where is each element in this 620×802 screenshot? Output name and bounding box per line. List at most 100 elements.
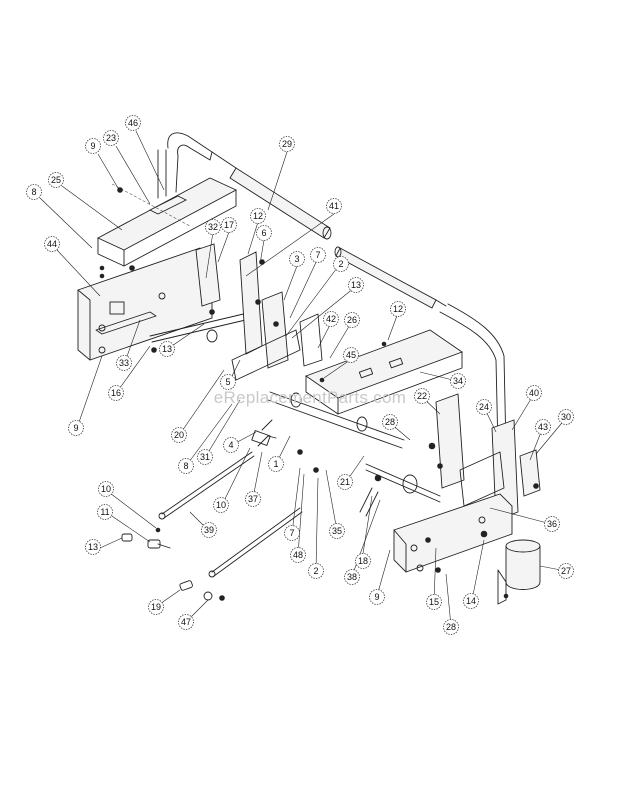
lower-right-plate — [393, 493, 513, 573]
callout-47: 47 — [178, 614, 194, 630]
callout-34: 34 — [450, 373, 466, 389]
callout-number: 45 — [346, 350, 356, 360]
callout-bubble — [443, 619, 459, 635]
callout-2: 2 — [308, 563, 324, 579]
callout-14: 14 — [463, 593, 479, 609]
callout-number: 29 — [282, 139, 292, 149]
callout-number: 31 — [200, 452, 210, 462]
callout-bubble — [256, 225, 272, 241]
callout-10: 10 — [98, 481, 114, 497]
callout-7: 7 — [310, 247, 326, 263]
callout-bubble — [197, 449, 213, 465]
callout-bubble — [290, 547, 306, 563]
callout-bubble — [48, 172, 64, 188]
callout-number: 40 — [529, 388, 539, 398]
callout-35: 35 — [329, 523, 345, 539]
callout-number: 47 — [181, 617, 191, 627]
callout-13: 13 — [348, 277, 364, 293]
callout-bubble — [344, 312, 360, 328]
callout-1: 1 — [268, 456, 284, 472]
callout-number: 2 — [313, 566, 318, 576]
callout-bubble — [390, 301, 406, 317]
callout-22: 22 — [414, 388, 430, 404]
right-side-plates — [435, 393, 541, 521]
callout-bubble — [526, 385, 542, 401]
callout-bubble — [97, 504, 113, 520]
callout-29: 29 — [279, 136, 295, 152]
callout-bubble — [463, 593, 479, 609]
callout-bubble — [284, 525, 300, 541]
callout-21: 21 — [337, 474, 353, 490]
callout-bubble — [221, 217, 237, 233]
callout-13: 13 — [85, 539, 101, 555]
callout-bubble — [450, 373, 466, 389]
callout-11: 11 — [97, 504, 113, 520]
callout-number: 10 — [216, 500, 226, 510]
callout-number: 30 — [561, 412, 571, 422]
callout-number: 13 — [88, 542, 98, 552]
callout-43: 43 — [535, 419, 551, 435]
callout-number: 37 — [248, 494, 258, 504]
callout-36: 36 — [544, 516, 560, 532]
callout-bubble — [535, 419, 551, 435]
callout-bubble — [558, 409, 574, 425]
callout-number: 4 — [228, 440, 233, 450]
callout-number: 14 — [466, 596, 476, 606]
callout-45: 45 — [343, 347, 359, 363]
callout-bubble — [355, 553, 371, 569]
callout-33: 33 — [116, 355, 132, 371]
callout-number: 22 — [417, 391, 427, 401]
callout-number: 9 — [374, 592, 379, 602]
callout-number: 28 — [446, 622, 456, 632]
callout-number: 8 — [183, 461, 188, 471]
callout-25: 25 — [48, 172, 64, 188]
callout-number: 27 — [561, 566, 571, 576]
callout-number: 15 — [429, 597, 439, 607]
callout-number: 23 — [106, 133, 116, 143]
callout-bubble — [289, 251, 305, 267]
callout-bubble — [343, 347, 359, 363]
callout-38: 38 — [344, 569, 360, 585]
callout-bubble — [116, 355, 132, 371]
callout-number: 33 — [119, 358, 129, 368]
callout-8: 8 — [178, 458, 194, 474]
callout-bubble — [159, 341, 175, 357]
callout-40: 40 — [526, 385, 542, 401]
callout-3: 3 — [289, 251, 305, 267]
callout-bubble — [348, 277, 364, 293]
callout-bubble — [308, 563, 324, 579]
callout-bubble — [279, 136, 295, 152]
callout-number: 9 — [73, 423, 78, 433]
callout-bubble — [245, 491, 261, 507]
callout-7: 7 — [284, 525, 300, 541]
callout-32: 32 — [205, 219, 221, 235]
callout-13: 13 — [159, 341, 175, 357]
callout-number: 32 — [208, 222, 218, 232]
callout-23: 23 — [103, 130, 119, 146]
callout-9: 9 — [85, 138, 101, 154]
callout-bubble — [201, 522, 217, 538]
callout-15: 15 — [426, 594, 442, 610]
callout-number: 43 — [538, 422, 548, 432]
callout-12: 12 — [390, 301, 406, 317]
callout-18: 18 — [355, 553, 371, 569]
callout-bubble — [125, 115, 141, 131]
callout-20: 20 — [171, 427, 187, 443]
callout-bubble — [108, 385, 124, 401]
callout-bubble — [558, 563, 574, 579]
upper-handle-bar — [157, 132, 332, 240]
callout-48: 48 — [290, 547, 306, 563]
callout-bubble — [250, 208, 266, 224]
callout-bubble — [544, 516, 560, 532]
callout-number: 13 — [351, 280, 361, 290]
callout-bubble — [223, 437, 239, 453]
callout-bubble — [337, 474, 353, 490]
callout-number: 18 — [358, 556, 368, 566]
callout-number: 3 — [294, 254, 299, 264]
callout-30: 30 — [558, 409, 574, 425]
callout-number: 11 — [100, 507, 109, 517]
callout-number: 13 — [162, 344, 172, 354]
callout-24: 24 — [476, 399, 492, 415]
